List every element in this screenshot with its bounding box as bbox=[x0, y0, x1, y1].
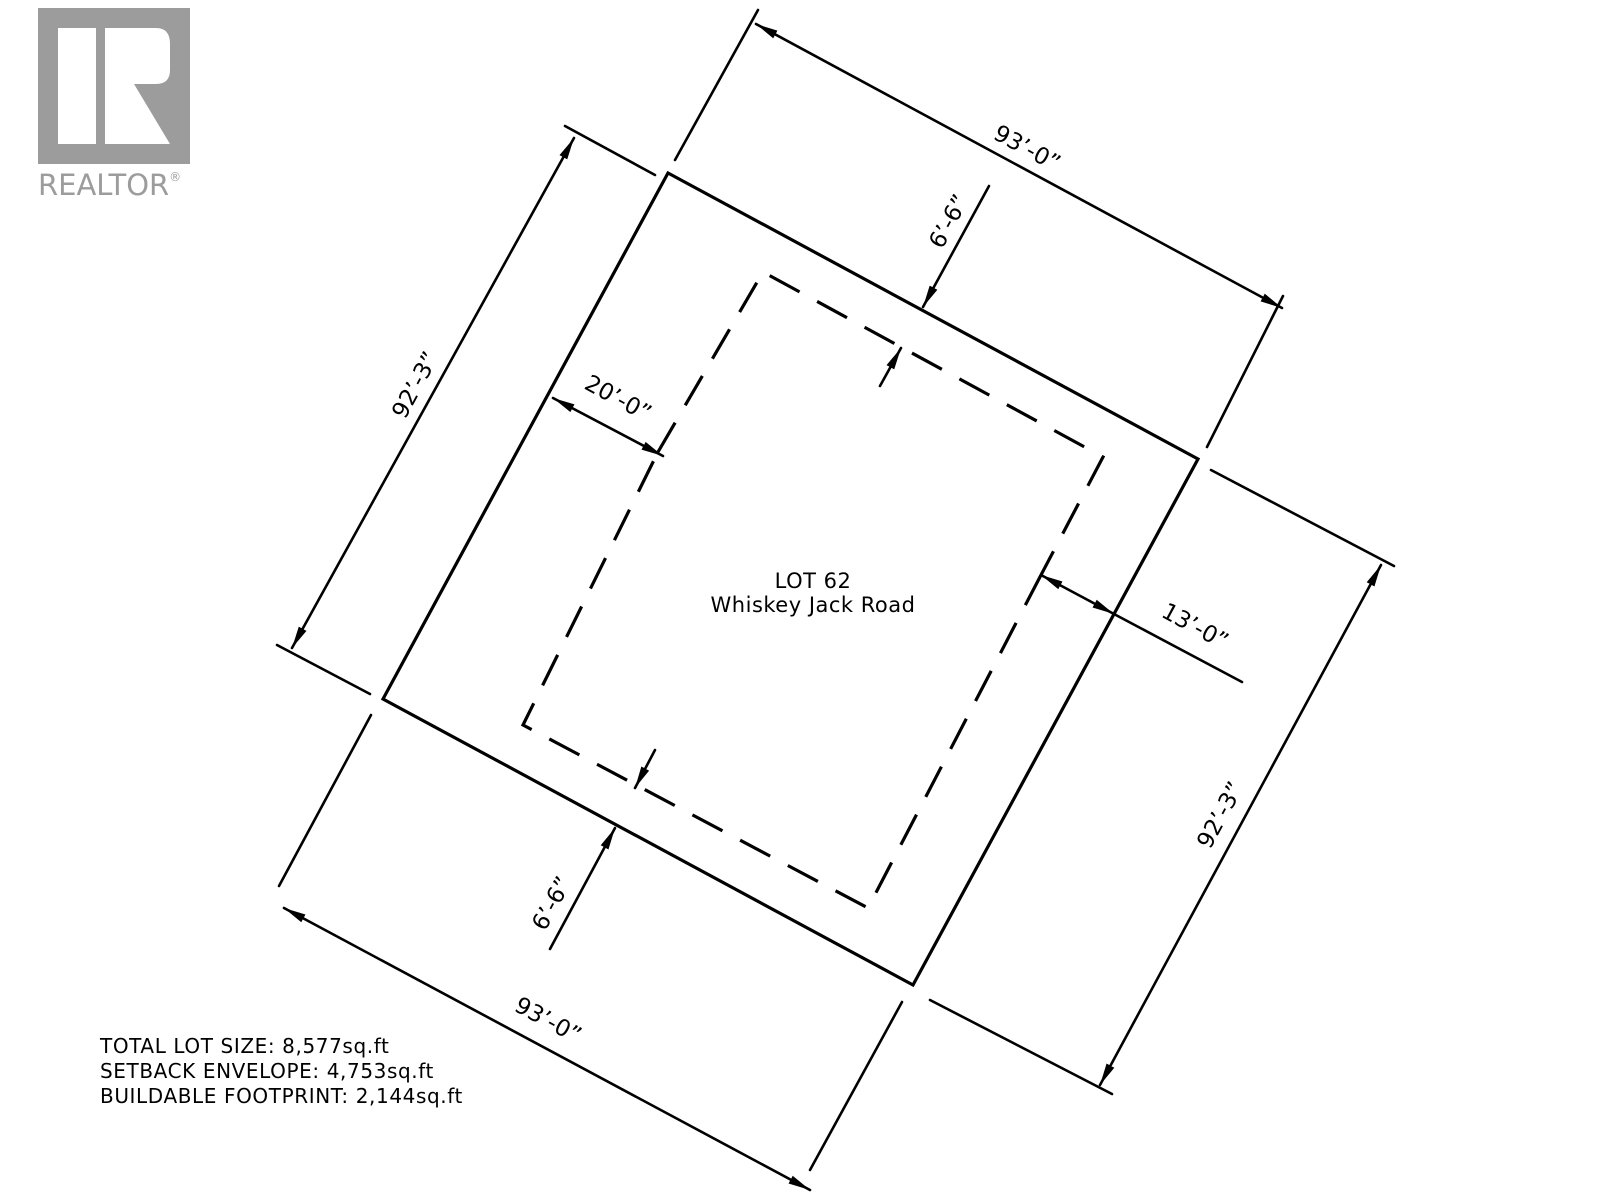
setback-arrow-rear-inner bbox=[878, 346, 903, 388]
label-left-depth: 92’-3” bbox=[387, 348, 444, 423]
setback-envelope bbox=[656, 269, 1106, 576]
area-summary: TOTAL LOT SIZE: 8,577sq.ft SETBACK ENVEL… bbox=[100, 1034, 463, 1109]
lot-title: LOT 62 bbox=[775, 569, 852, 593]
extension-line bbox=[673, 8, 760, 162]
dimension-line-bottom bbox=[282, 906, 812, 1192]
label-rear-setback: 6’-6” bbox=[924, 191, 974, 253]
realtor-r-icon bbox=[38, 8, 190, 164]
extension-line bbox=[1209, 468, 1396, 568]
extension-line bbox=[808, 1000, 904, 1172]
extension-line bbox=[277, 713, 373, 888]
setback-arrow-front-outer bbox=[548, 826, 617, 951]
setback-dimension-right bbox=[1039, 573, 1116, 616]
dimension-line-right bbox=[1098, 563, 1383, 1087]
setback-arrow-front-inner bbox=[633, 748, 657, 790]
realtor-logo: REALTOR® bbox=[38, 8, 190, 202]
lot-road: Whiskey Jack Road bbox=[711, 593, 916, 617]
label-right-setback: 13’-0” bbox=[1157, 598, 1232, 655]
buildable-footprint: BUILDABLE FOOTPRINT: 2,144sq.ft bbox=[100, 1084, 463, 1108]
setback-envelope-area: SETBACK ENVELOPE: 4,753sq.ft bbox=[100, 1059, 434, 1083]
extension-line bbox=[1205, 294, 1285, 449]
dimension-line-top bbox=[754, 22, 1284, 310]
label-right-depth: 92’-3” bbox=[1192, 778, 1249, 853]
setback-leader-right bbox=[1112, 612, 1244, 684]
setback-envelope-lower bbox=[520, 451, 1043, 911]
label-front-setback: 6’-6” bbox=[527, 873, 577, 935]
dimension-line-left bbox=[290, 136, 576, 650]
label-bottom-width: 93’-0” bbox=[510, 992, 585, 1049]
setback-dimension-left bbox=[551, 396, 665, 458]
setback-arrow-rear-outer bbox=[921, 184, 991, 309]
total-lot-size: TOTAL LOT SIZE: 8,577sq.ft bbox=[100, 1034, 390, 1058]
realtor-wordmark: REALTOR® bbox=[38, 168, 182, 202]
extension-line bbox=[563, 124, 657, 177]
extension-line bbox=[275, 643, 372, 696]
extension-line bbox=[928, 998, 1114, 1096]
